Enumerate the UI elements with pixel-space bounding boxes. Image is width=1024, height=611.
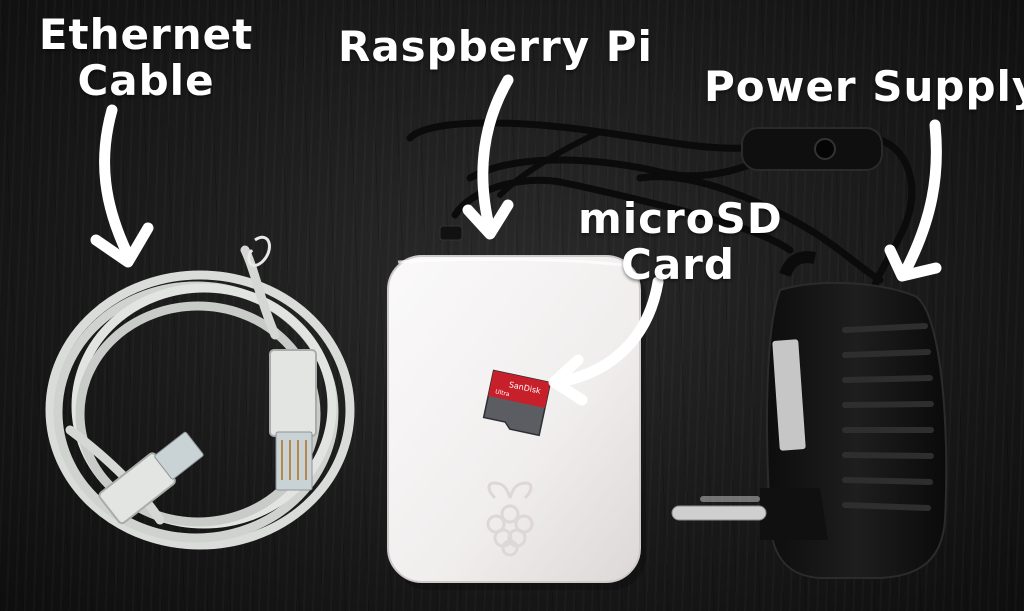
ethernet-label-line2: Cable	[77, 56, 215, 105]
microsd-card: SanDisk Ultra	[482, 369, 552, 437]
inline-switch	[741, 127, 883, 171]
microsd-card-label: microSD Card	[578, 194, 783, 289]
ethernet-cable-label: Ethernet Cable	[36, 12, 256, 104]
microsd-label-line1: microSD	[578, 194, 783, 243]
arrow-raspberry-pi	[477, 74, 514, 236]
arrow-ethernet	[99, 104, 134, 261]
arrow-microsd	[554, 276, 664, 388]
microsd-label-line2: Card	[621, 240, 735, 289]
power-cable	[406, 119, 916, 289]
ethernet-label-line1: Ethernet	[38, 10, 254, 59]
ethernet-plug-right	[269, 349, 317, 491]
annotation-arrows	[90, 74, 942, 406]
power-plug-prongs	[671, 488, 828, 540]
cable-tie	[247, 236, 271, 267]
raspberry-logo-icon	[486, 481, 534, 557]
sd-product: Ultra	[495, 388, 511, 398]
power-supply-label: Power Supply	[704, 62, 1024, 111]
ethernet-plug-left	[98, 431, 204, 525]
raspberry-pi-label: Raspberry Pi	[338, 22, 653, 71]
arrow-power-supply	[899, 119, 942, 278]
